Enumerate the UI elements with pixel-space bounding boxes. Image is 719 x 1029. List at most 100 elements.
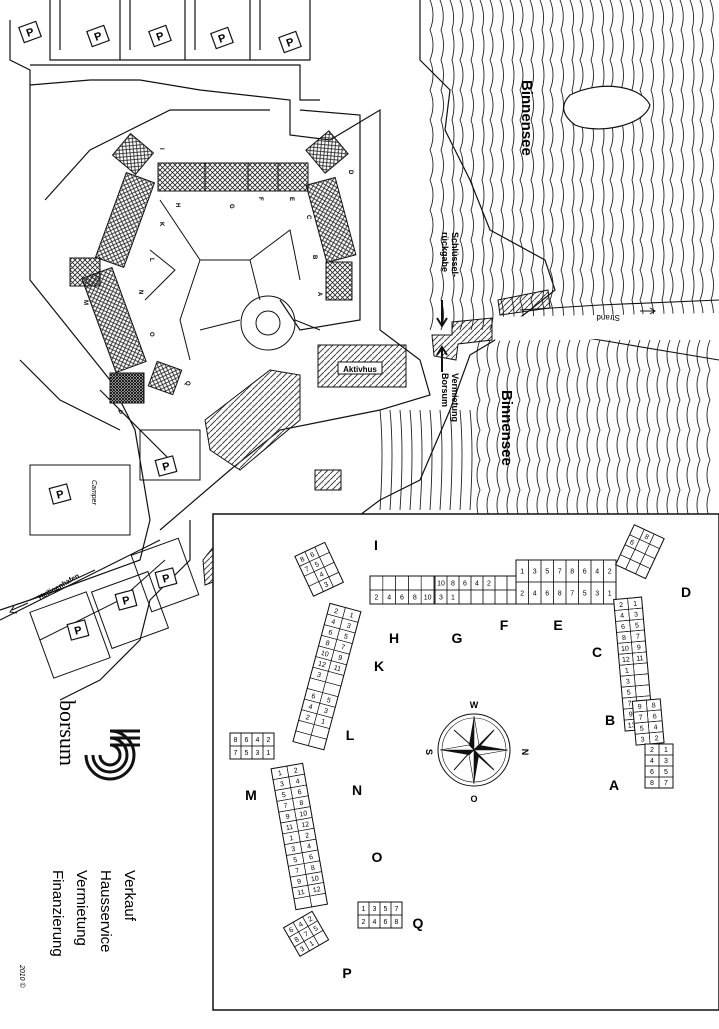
svg-text:11: 11 (285, 824, 293, 832)
svg-text:4: 4 (620, 613, 625, 620)
svg-text:7: 7 (558, 569, 562, 576)
svg-text:6: 6 (463, 581, 467, 588)
service-item: Finanzierung (49, 870, 66, 957)
shore-line (359, 0, 556, 516)
svg-text:4: 4 (256, 737, 260, 744)
svg-text:Schlüssel-rückgabe: Schlüssel-rückgabe (440, 232, 460, 277)
svg-text:N: N (520, 749, 530, 756)
svg-text:G: G (228, 204, 234, 209)
copyright-stamp: 2010 © (18, 964, 26, 989)
lake-label-top: Binnensee (518, 80, 535, 156)
svg-text:8: 8 (650, 780, 654, 787)
service-item: Vermietung (73, 870, 90, 946)
svg-text:3: 3 (595, 591, 599, 598)
svg-text:O: O (470, 794, 477, 804)
svg-text:3: 3 (664, 758, 668, 765)
svg-text:3: 3 (634, 611, 639, 618)
svg-text:4: 4 (308, 704, 314, 712)
svg-text:L: L (148, 258, 154, 262)
svg-text:10: 10 (311, 875, 320, 883)
logo-text: borsum (55, 700, 80, 766)
svg-text:1: 1 (362, 906, 366, 913)
compass-rose-icon: W O N S (424, 700, 530, 804)
parking-sign-icon: P (66, 619, 90, 641)
svg-text:2: 2 (654, 735, 659, 742)
svg-text:8: 8 (311, 865, 316, 873)
heiligenhafen-label: Heiligenhafen (38, 573, 81, 602)
building-label: Q (413, 915, 424, 931)
lake-label-bottom: Binnensee (498, 390, 515, 466)
svg-text:6: 6 (653, 713, 658, 720)
svg-text:6: 6 (650, 769, 654, 776)
svg-text:2: 2 (520, 591, 524, 598)
svg-text:1: 1 (267, 750, 271, 757)
svg-text:13: 13 (628, 722, 636, 730)
svg-text:7: 7 (628, 700, 633, 707)
svg-text:7: 7 (395, 906, 399, 913)
svg-text:9: 9 (629, 711, 634, 718)
svg-text:N: N (137, 290, 143, 294)
svg-text:E: E (288, 197, 294, 201)
svg-text:5: 5 (314, 561, 321, 569)
svg-text:6: 6 (309, 854, 314, 862)
top-parking (30, 0, 320, 101)
parking-sign-icon: P (154, 567, 178, 589)
camper-label: Camper (90, 480, 97, 506)
svg-text:4: 4 (387, 595, 391, 602)
svg-text:3: 3 (533, 569, 537, 576)
svg-text:9: 9 (297, 878, 302, 886)
svg-text:5: 5 (281, 792, 286, 800)
svg-text:5: 5 (343, 633, 349, 641)
svg-text:1: 1 (451, 595, 455, 602)
svg-text:P: P (285, 36, 296, 50)
parking-sign-icon: P (210, 26, 234, 50)
svg-text:10: 10 (424, 595, 432, 602)
svg-text:11: 11 (297, 889, 305, 897)
building-label: L (346, 727, 355, 743)
svg-text:12: 12 (317, 660, 326, 669)
borsum-logo-icon (80, 725, 140, 781)
svg-text:4: 4 (330, 619, 336, 627)
building-label: K (374, 658, 384, 674)
svg-text:2: 2 (267, 737, 271, 744)
svg-text:3: 3 (323, 581, 330, 589)
svg-text:7: 7 (304, 566, 311, 574)
svg-text:4: 4 (533, 591, 537, 598)
svg-text:6: 6 (629, 539, 636, 547)
svg-text:7: 7 (234, 750, 238, 757)
svg-text:2: 2 (619, 602, 624, 609)
building-label: A (609, 777, 619, 793)
svg-text:P: P (55, 488, 65, 501)
svg-text:10: 10 (299, 810, 308, 818)
svg-text:6: 6 (545, 591, 549, 598)
building-label: O (372, 849, 383, 865)
svg-text:4: 4 (595, 569, 599, 576)
down-arrow-icon (436, 300, 448, 328)
svg-text:9: 9 (637, 644, 642, 651)
svg-text:O: O (148, 332, 154, 337)
svg-text:6: 6 (621, 624, 626, 631)
svg-text:1: 1 (664, 747, 668, 754)
svg-text:6: 6 (297, 789, 302, 797)
svg-text:5: 5 (545, 569, 549, 576)
svg-text:P: P (73, 624, 83, 637)
svg-text:1: 1 (278, 770, 283, 778)
svg-text:8: 8 (643, 534, 650, 542)
svg-text:4: 4 (475, 581, 479, 588)
svg-text:5: 5 (293, 857, 298, 865)
svg-text:1: 1 (309, 940, 316, 948)
svg-text:1: 1 (320, 718, 326, 726)
svg-text:8: 8 (234, 737, 238, 744)
svg-text:5: 5 (664, 769, 668, 776)
svg-text:2: 2 (307, 916, 314, 924)
svg-text:5: 5 (635, 622, 640, 629)
